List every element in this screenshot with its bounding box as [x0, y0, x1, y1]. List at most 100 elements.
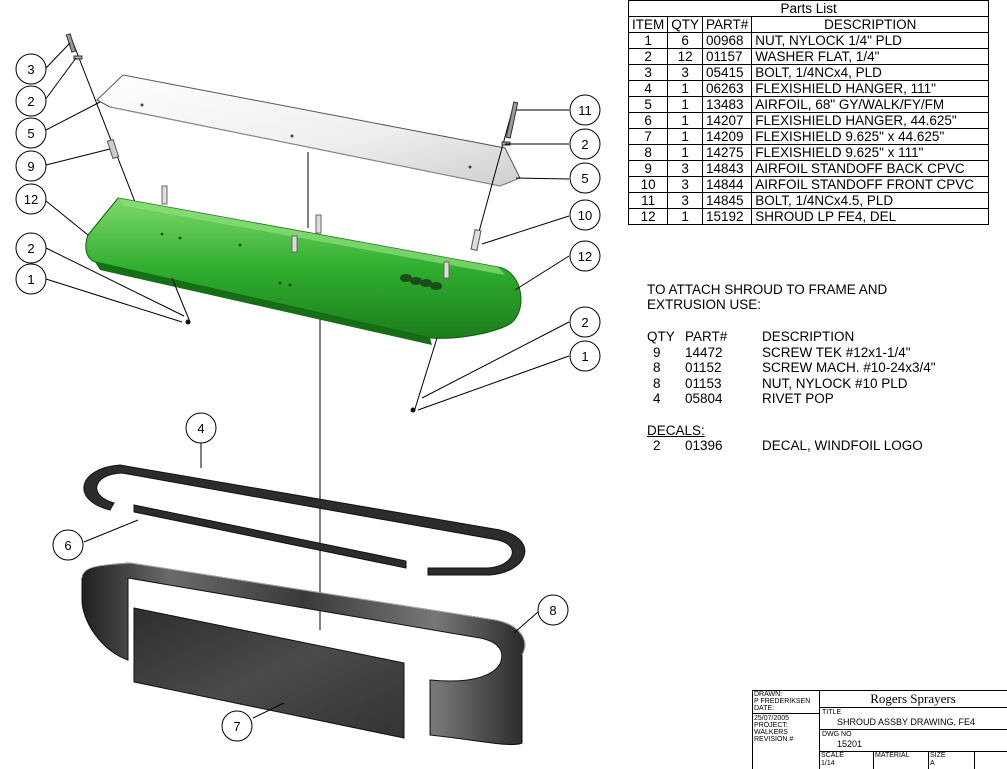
item-balloon: 5	[15, 117, 47, 149]
item-cell: 12	[627, 208, 669, 225]
list-header: PART#	[685, 329, 728, 344]
qty-cell: 1	[667, 128, 704, 145]
description-cell: AIRFOIL, 68" GY/WALK/FY/FM	[751, 96, 990, 113]
nut-lower-left	[185, 319, 191, 325]
item-balloon: 10	[569, 199, 601, 231]
balloon-label: 1	[27, 272, 34, 287]
item-balloon: 6	[52, 529, 84, 561]
qty-cell: 4	[653, 391, 661, 406]
part-cell: 14845	[702, 192, 753, 209]
balloon-label: 2	[581, 137, 588, 152]
col-item: ITEM	[627, 16, 669, 33]
description-cell: SHROUD LP FE4, DEL	[751, 208, 990, 225]
description-cell: NUT, NYLOCK #10 PLD	[762, 375, 908, 391]
item-balloon: 9	[15, 150, 47, 182]
part-cell: 14275	[702, 144, 753, 161]
description-cell: FLEXISHIELD HANGER, 111"	[751, 80, 990, 97]
item-balloon: 2	[15, 232, 47, 264]
description-cell: SCREW MACH. #10-24x3/4"	[762, 360, 936, 375]
description-cell: DECAL, WINDFOIL LOGO	[762, 438, 923, 453]
part-cell: 01396	[685, 438, 723, 453]
description-cell: BOLT, 1/4NCx4, PLD	[751, 64, 990, 81]
description-cell: AIRFOIL STANDOFF BACK CPVC	[751, 160, 990, 177]
qty-cell: 9	[653, 344, 661, 360]
qty-cell: 1	[667, 144, 704, 161]
item-cell: 4	[627, 80, 669, 97]
item-cell: 6	[627, 112, 669, 129]
item-balloon: 3	[15, 53, 47, 85]
item-cell: 7	[627, 128, 669, 145]
qty-cell: 3	[667, 176, 704, 193]
col-part: PART#	[702, 16, 753, 33]
part-cell: 14843	[702, 160, 753, 177]
balloon-label: 12	[24, 192, 38, 207]
part-cell: 14209	[702, 128, 753, 145]
qty-cell: 12	[667, 48, 704, 65]
item-balloon: 7	[221, 710, 253, 742]
left-fastener-line	[71, 39, 143, 221]
part-cell: 15192	[702, 208, 753, 225]
list-header: DESCRIPTION	[762, 329, 855, 344]
item-cell: 9	[627, 160, 669, 177]
balloon-label: 6	[64, 538, 71, 553]
drawn-value: P FREDERIKSEN	[754, 698, 811, 705]
balloon-label: 8	[549, 603, 556, 618]
flexishield-111-part	[81, 562, 526, 746]
item-balloon: 12	[15, 183, 47, 215]
bolt-right	[505, 101, 519, 139]
part-cell: 14844	[702, 176, 753, 193]
qty-cell: 2	[653, 438, 661, 453]
balloon-label: 2	[581, 315, 588, 330]
part-cell: 13483	[702, 96, 753, 113]
balloon-label: 5	[581, 171, 588, 186]
standoff-back-left	[106, 138, 120, 160]
exploded-assembly-drawing: 3 2 5 9 12 2 1 11 2 5 10 12 2 1 4 6 8 7	[15, 33, 601, 746]
qty-cell: 8	[653, 360, 661, 375]
col-description: DESCRIPTION	[751, 16, 990, 33]
item-balloon: 2	[569, 128, 601, 160]
item-cell: 10	[627, 176, 669, 193]
item-balloon: 1	[569, 340, 601, 372]
qty-cell: 8	[653, 375, 661, 391]
attach-note: TO ATTACH SHROUD TO FRAME AND EXTRUSION …	[647, 282, 887, 312]
description-cell: FLEXISHIELD HANGER, 44.625"	[751, 112, 990, 129]
title-value: SHROUD ASSBY DRAWING, FE4	[837, 717, 976, 727]
description-cell: WASHER FLAT, 1/4"	[751, 48, 990, 65]
balloon-label: 3	[27, 62, 34, 77]
item-balloon: 2	[15, 85, 47, 117]
company-name: Rogers Sprayers	[870, 691, 956, 706]
item-cell: 11	[627, 192, 669, 209]
part-cell: 01152	[685, 360, 722, 375]
description-cell: FLEXISHIELD 9.625" x 111"	[751, 144, 990, 161]
scale-label: SCALE	[821, 752, 844, 759]
lower-left-fastener-line	[171, 277, 191, 323]
balloon-label: 12	[578, 249, 592, 264]
part-cell: 01153	[685, 375, 722, 391]
item-balloon: 11	[569, 94, 601, 126]
hanger-111-part	[83, 464, 526, 576]
description-cell: BOLT, 1/4NCx4.5, PLD	[751, 192, 990, 209]
part-cell: 14207	[702, 112, 753, 129]
item-balloon: 4	[185, 412, 217, 444]
qty-cell: 1	[667, 96, 704, 113]
description-cell: RIVET POP	[762, 391, 834, 406]
decals-heading: DECALS:	[647, 423, 705, 438]
col-qty: QTY	[667, 16, 704, 33]
project-value: WALKERS	[754, 729, 788, 736]
balloon-label: 4	[197, 421, 204, 436]
description-cell: NUT, NYLOCK 1/4" PLD	[751, 32, 990, 49]
balloon-label: 10	[578, 208, 592, 223]
part-cell: 00968	[702, 32, 753, 49]
description-cell: FLEXISHIELD 9.625" x 44.625"	[751, 128, 990, 145]
part-cell: 06263	[702, 80, 753, 97]
item-cell: 5	[627, 96, 669, 113]
item-balloon: 8	[537, 594, 569, 626]
balloon-label: 1	[581, 349, 588, 364]
title-block: DRAWN: P FREDERIKSEN DATE: 25/07/2005 PR…	[752, 690, 1007, 769]
